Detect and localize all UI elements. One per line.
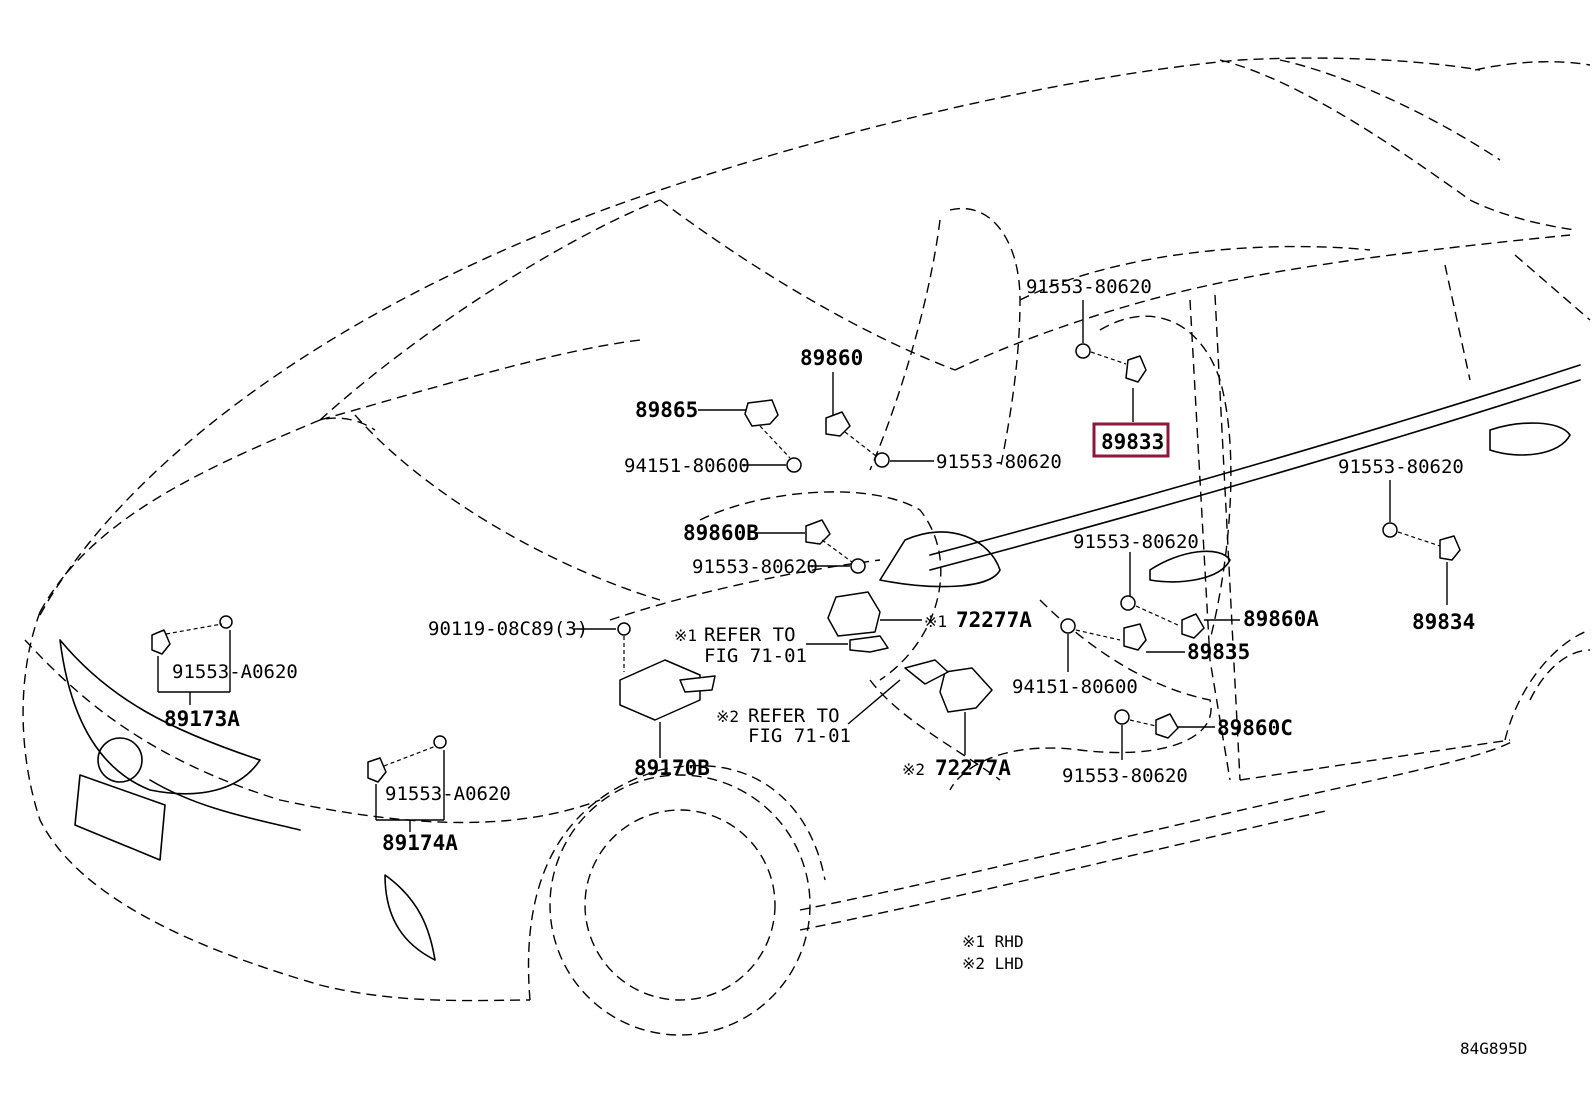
- ref2-line2[interactable]: FIG 71-01: [748, 725, 851, 747]
- bolt-91553-c-shape: [1120, 595, 1136, 611]
- part-89174a-shape: [367, 757, 387, 783]
- ref1-line1[interactable]: REFER TO: [704, 624, 796, 646]
- label-part-94151-80600-low[interactable]: 94151-80600: [1012, 676, 1138, 698]
- highlight-box-89833: [1092, 422, 1170, 458]
- part-89860b-shape: [805, 519, 831, 545]
- diagram-code: 84G895D: [1460, 1039, 1527, 1058]
- part-89834-shape: [1439, 535, 1461, 561]
- ref2-line1[interactable]: REFER TO: [748, 705, 840, 727]
- label-part-89865[interactable]: 89865: [635, 398, 698, 422]
- part-72277a-2-shape: [939, 667, 993, 713]
- part-labels: 89860 89865 94151-80600 91553-80620 9155…: [164, 276, 1475, 855]
- ref1-mark: ※1: [674, 626, 697, 645]
- screw-90119-shape: [617, 622, 631, 636]
- part-89860c-shape: [1155, 713, 1179, 739]
- bolt-91553-right-shape: [1382, 522, 1398, 538]
- label-part-89170b[interactable]: 89170B: [634, 756, 710, 780]
- bolt-91553-mid-shape: [874, 452, 890, 468]
- label-part-89833[interactable]: 89833: [1101, 430, 1164, 454]
- part-89865-shape: [744, 399, 779, 427]
- mark-72277a-2: ※2: [902, 760, 925, 779]
- legend: ※1 RHD ※2 LHD: [962, 932, 1024, 973]
- bolt-91553-d-shape: [1114, 709, 1130, 725]
- label-part-91553-80620-b[interactable]: 91553-80620: [692, 556, 818, 578]
- label-part-89860b[interactable]: 89860B: [683, 521, 759, 545]
- label-part-89834[interactable]: 89834: [1412, 610, 1475, 634]
- part-89860a-shape: [1181, 613, 1205, 639]
- ref1-line2[interactable]: FIG 71-01: [704, 645, 807, 667]
- part-72277a-1-shape: [827, 591, 881, 637]
- leader-lines: [157, 300, 1448, 832]
- label-part-72277a-2[interactable]: 72277A: [935, 756, 1011, 780]
- part-89173a-shape: [151, 629, 171, 655]
- vehicle-outline: [22, 57, 1591, 1036]
- label-part-89174a[interactable]: 89174A: [382, 831, 458, 855]
- bolt-91553-a0620-low-shape: [433, 735, 447, 749]
- nut-94151-top-shape: [786, 457, 802, 473]
- legend-lhd: ※2 LHD: [962, 954, 1024, 973]
- label-part-90119-08c89[interactable]: 90119-08C89(3): [428, 618, 588, 640]
- label-part-91553-80620-mid[interactable]: 91553-80620: [936, 451, 1062, 473]
- part-89835-shape: [1123, 623, 1147, 651]
- label-part-89860[interactable]: 89860: [800, 346, 863, 370]
- nut-94151-low-shape: [1060, 618, 1076, 634]
- label-part-91553-80620-top[interactable]: 91553-80620: [1026, 276, 1152, 298]
- label-part-89835[interactable]: 89835: [1187, 640, 1250, 664]
- label-part-91553-80620-c[interactable]: 91553-80620: [1073, 531, 1199, 553]
- label-part-72277a-1[interactable]: 72277A: [956, 608, 1032, 632]
- bolt-91553-b-shape: [850, 558, 866, 574]
- mark-72277a-1: ※1: [924, 612, 947, 631]
- parts-shapes: [151, 343, 1461, 783]
- bolt-91553-top-shape: [1075, 343, 1091, 359]
- label-part-91553-a0620-top[interactable]: 91553-A0620: [172, 661, 298, 683]
- label-part-89860c[interactable]: 89860C: [1217, 716, 1293, 740]
- label-part-94151-80600-top[interactable]: 94151-80600: [624, 455, 750, 477]
- label-part-89173a[interactable]: 89173A: [164, 707, 240, 731]
- legend-rhd: ※1 RHD: [962, 932, 1024, 951]
- label-part-91553-a0620-low[interactable]: 91553-A0620: [385, 783, 511, 805]
- part-89860-shape: [825, 411, 851, 437]
- ref2-mark: ※2: [716, 707, 739, 726]
- bolt-91553-a0620-top-shape: [219, 615, 233, 629]
- part-89833-shape: [1125, 355, 1147, 383]
- label-part-91553-80620-right[interactable]: 91553-80620: [1338, 456, 1464, 478]
- part-89170b-shape: [619, 659, 701, 721]
- label-part-91553-80620-d[interactable]: 91553-80620: [1062, 765, 1188, 787]
- label-part-89860a[interactable]: 89860A: [1243, 607, 1319, 631]
